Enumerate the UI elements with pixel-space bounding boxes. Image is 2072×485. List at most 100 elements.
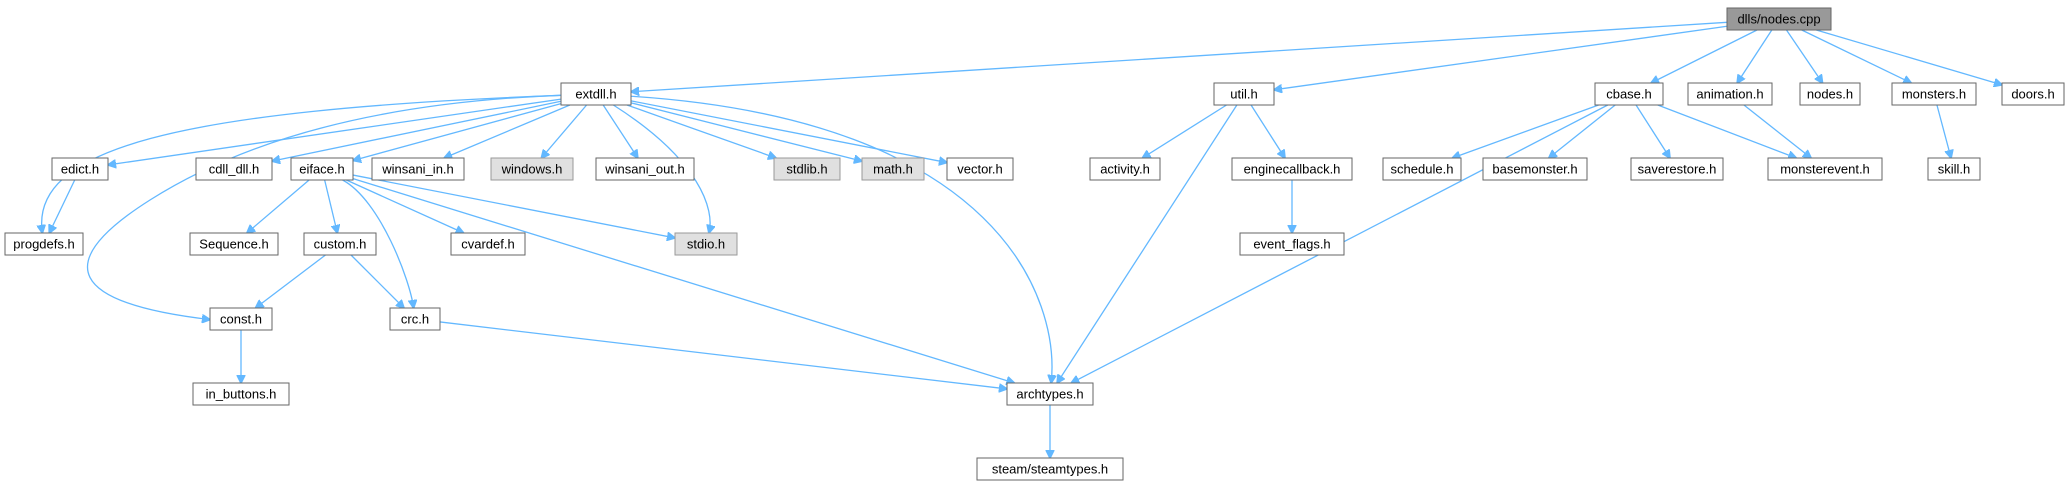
node-box xyxy=(1726,7,1832,31)
node-box xyxy=(1891,82,1977,106)
node-cdll-dll[interactable]: cdll_dll.h xyxy=(195,157,273,181)
edge-cbase-to-schedule xyxy=(1452,104,1599,158)
node-box xyxy=(1089,157,1161,181)
edge-extdll-to-eiface xyxy=(353,102,562,161)
edge-extdll-to-winsani_in xyxy=(444,104,571,158)
node-label: extdll.h xyxy=(575,87,616,102)
edge-cbase-to-monsterevent xyxy=(1657,104,1797,158)
node-label: windows.h xyxy=(501,162,563,177)
node-label: eiface.h xyxy=(299,162,345,177)
edge-cbase-to-saverestore xyxy=(1635,104,1670,158)
node-enginecallback[interactable]: enginecallback.h xyxy=(1231,157,1353,181)
node-root: dlls/nodes.cpp xyxy=(1726,7,1832,31)
node-box xyxy=(490,157,574,181)
edge-monsters-to-skill xyxy=(1936,104,1951,158)
edge-edict-to-progdefs xyxy=(49,179,76,233)
node-cvardef[interactable]: cvardef.h xyxy=(450,232,526,256)
node-box xyxy=(976,457,1124,481)
node-activity[interactable]: activity.h xyxy=(1089,157,1161,181)
node-label: monsterevent.h xyxy=(1780,162,1870,177)
node-label: cvardef.h xyxy=(461,237,514,252)
node-math: math.h xyxy=(861,157,925,181)
edges xyxy=(42,21,2002,458)
node-box xyxy=(1239,232,1345,256)
node-box xyxy=(2001,82,2065,106)
edge-root-to-util xyxy=(1274,25,1728,90)
node-box xyxy=(1767,157,1883,181)
node-monsterevent[interactable]: monsterevent.h xyxy=(1767,157,1883,181)
edge-root-to-cbase xyxy=(1651,29,1758,83)
node-const[interactable]: const.h xyxy=(209,307,273,331)
edge-root-to-doors xyxy=(1816,29,2002,85)
edge-extdll-to-windows xyxy=(541,104,588,158)
node-label: util.h xyxy=(1230,87,1257,102)
edge-util-to-enginecallback xyxy=(1250,104,1285,158)
node-label: monsters.h xyxy=(1902,87,1966,102)
node-eiface[interactable]: eiface.h xyxy=(290,157,354,181)
node-archtypes[interactable]: archtypes.h xyxy=(1006,382,1094,406)
edge-eiface-to-custom xyxy=(324,179,338,233)
node-box xyxy=(450,232,526,256)
node-progdefs[interactable]: progdefs.h xyxy=(4,232,84,256)
node-basemonster[interactable]: basemonster.h xyxy=(1482,157,1588,181)
node-label: edict.h xyxy=(61,162,99,177)
node-label: archtypes.h xyxy=(1016,387,1083,402)
node-event-flags[interactable]: event_flags.h xyxy=(1239,232,1345,256)
node-box xyxy=(1382,157,1462,181)
node-box xyxy=(1594,82,1664,106)
node-label: progdefs.h xyxy=(13,237,74,252)
node-in-buttons[interactable]: in_buttons.h xyxy=(192,382,290,406)
node-box xyxy=(1630,157,1724,181)
node-extdll[interactable]: extdll.h xyxy=(560,82,632,106)
edge-extdll-to-const xyxy=(87,94,562,319)
node-doors[interactable]: doors.h xyxy=(2001,82,2065,106)
node-label: stdio.h xyxy=(687,237,725,252)
node-cbase[interactable]: cbase.h xyxy=(1594,82,1664,106)
node-label: winsani_in.h xyxy=(381,162,454,177)
node-edict[interactable]: edict.h xyxy=(51,157,109,181)
node-nodes[interactable]: nodes.h xyxy=(1799,82,1861,106)
node-label: in_buttons.h xyxy=(206,387,277,402)
edge-extdll-to-math xyxy=(630,102,862,161)
node-box xyxy=(389,307,441,331)
node-box xyxy=(773,157,841,181)
node-label: saverestore.h xyxy=(1638,162,1717,177)
edge-animation-to-monsterevent xyxy=(1743,104,1811,158)
node-skill[interactable]: skill.h xyxy=(1927,157,1981,181)
edge-eiface-to-crc xyxy=(342,179,414,308)
node-saverestore[interactable]: saverestore.h xyxy=(1630,157,1724,181)
node-winsani-out[interactable]: winsani_out.h xyxy=(595,157,695,181)
node-sequence[interactable]: Sequence.h xyxy=(189,232,279,256)
node-label: animation.h xyxy=(1696,87,1763,102)
node-box xyxy=(371,157,465,181)
node-box xyxy=(303,232,377,256)
node-animation[interactable]: animation.h xyxy=(1687,82,1773,106)
edge-cbase-to-basemonster xyxy=(1549,104,1616,158)
node-box xyxy=(946,157,1014,181)
node-label: const.h xyxy=(220,312,262,327)
node-box xyxy=(189,232,279,256)
node-stdio: stdio.h xyxy=(674,232,738,256)
node-label: math.h xyxy=(873,162,913,177)
edge-root-to-animation xyxy=(1737,29,1773,83)
node-vector[interactable]: vector.h xyxy=(946,157,1014,181)
edge-extdll-to-progdefs xyxy=(42,94,562,233)
node-steamtypes[interactable]: steam/steamtypes.h xyxy=(976,457,1124,481)
edge-eiface-to-cvardef xyxy=(346,179,463,233)
node-box xyxy=(1006,382,1094,406)
node-schedule[interactable]: schedule.h xyxy=(1382,157,1462,181)
node-custom[interactable]: custom.h xyxy=(303,232,377,256)
edge-extdll-to-stdio xyxy=(612,104,710,233)
node-label: schedule.h xyxy=(1391,162,1454,177)
edge-extdll-to-winsani_out xyxy=(602,104,638,158)
node-label: doors.h xyxy=(2011,87,2054,102)
node-label: vector.h xyxy=(957,162,1003,177)
node-monsters[interactable]: monsters.h xyxy=(1891,82,1977,106)
node-label: Sequence.h xyxy=(199,237,268,252)
node-winsani-in[interactable]: winsani_in.h xyxy=(371,157,465,181)
node-crc[interactable]: crc.h xyxy=(389,307,441,331)
nodes: dlls/nodes.cpp extdll.h util.h cbase.h anima… xyxy=(4,7,2065,481)
node-util[interactable]: util.h xyxy=(1213,82,1275,106)
edge-root-to-extdll xyxy=(631,21,1728,91)
